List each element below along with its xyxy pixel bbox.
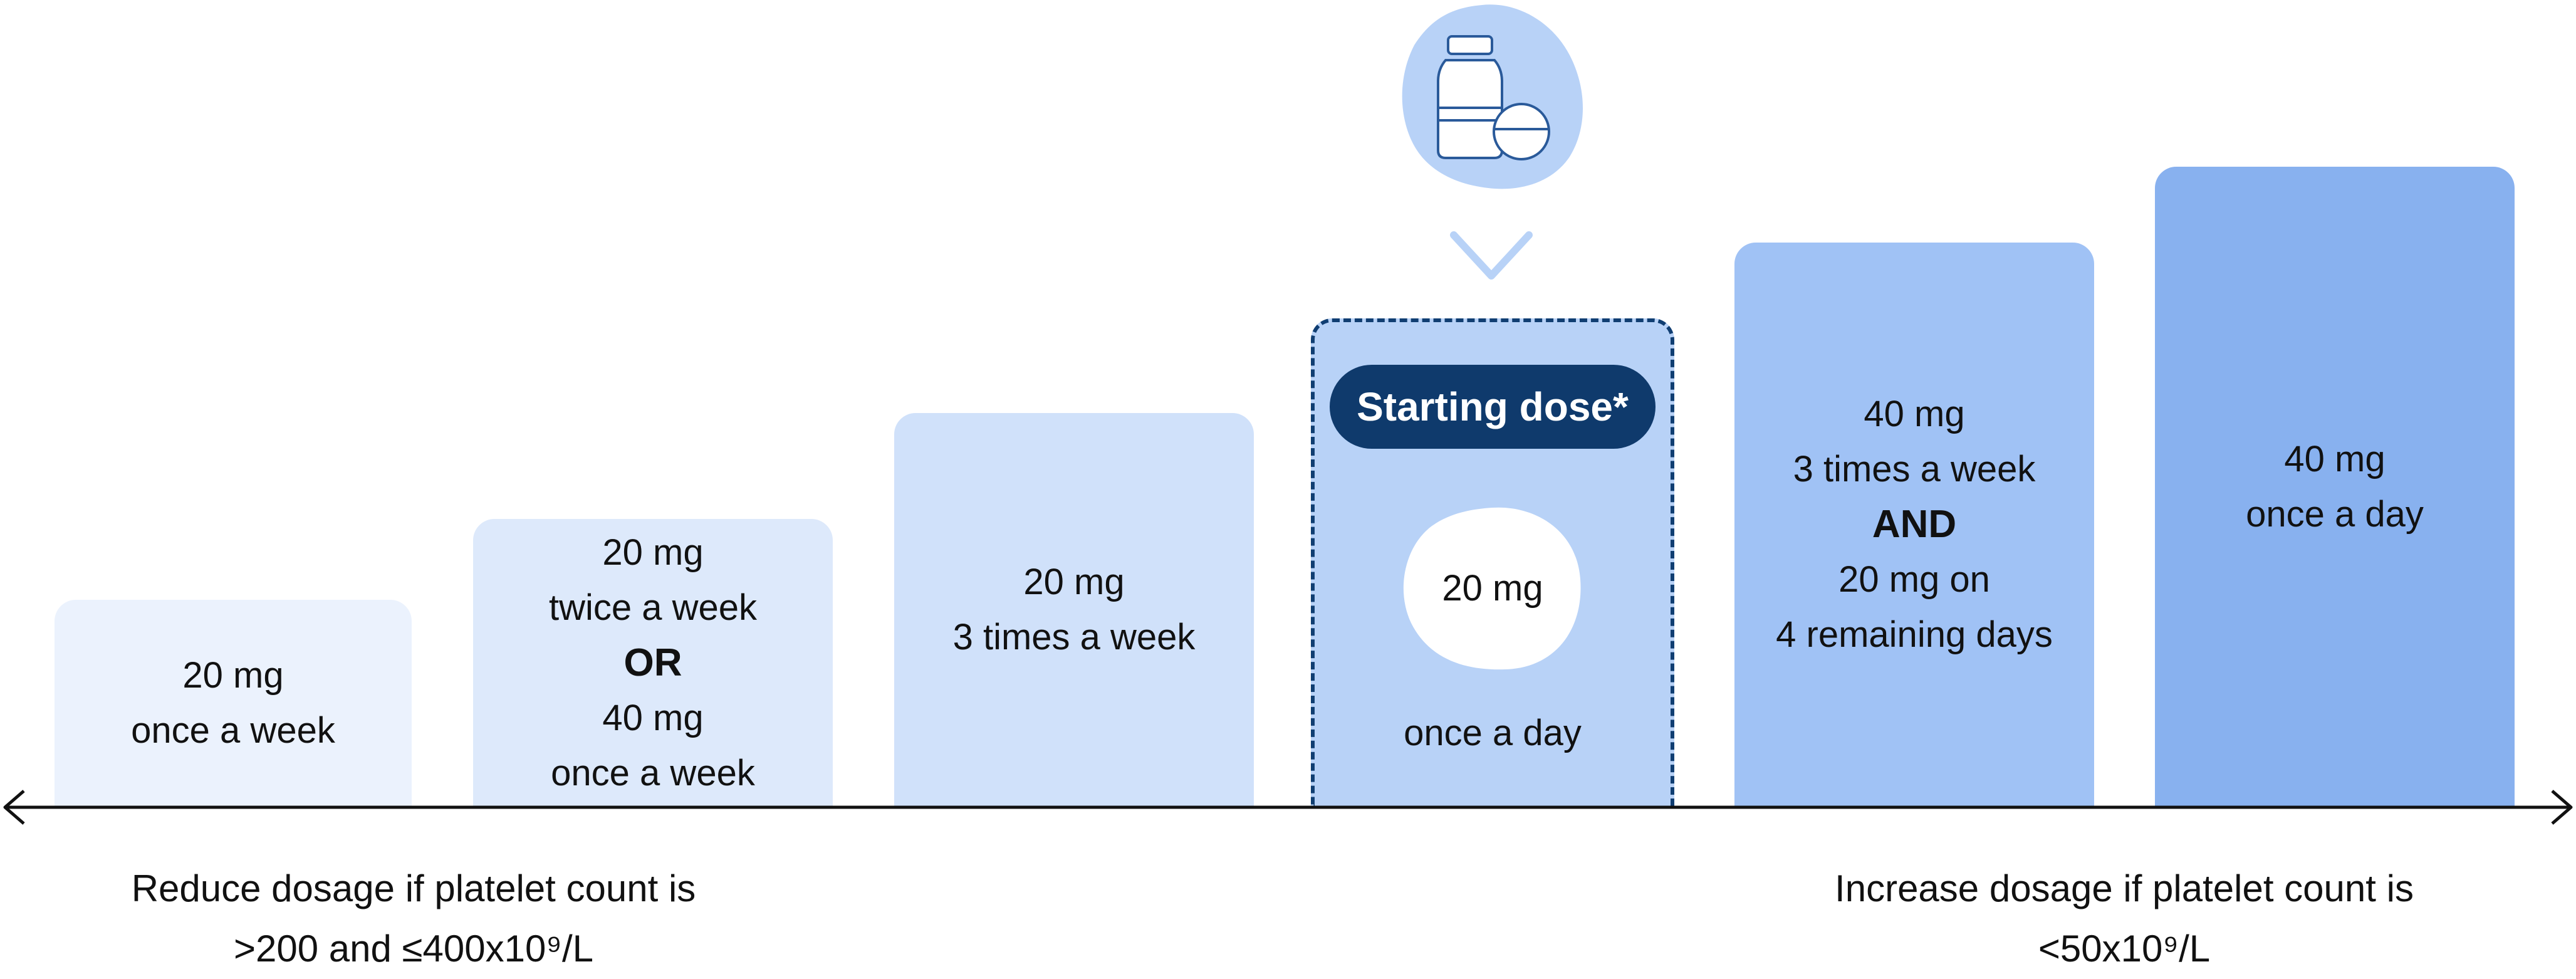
dose-step-3: 20 mg 3 times a week: [894, 413, 1254, 807]
step-3-dose: 20 mg: [1023, 562, 1125, 602]
dose-step-6: 40 mg once a day: [2155, 167, 2515, 807]
reduce-caption-line-1: Reduce dosage if platelet count is: [131, 867, 696, 909]
starting-dose-frequency: once a day: [1404, 713, 1582, 753]
step-2-frequency-b: once a week: [551, 752, 755, 793]
step-6-dose: 40 mg: [2284, 438, 2386, 479]
step-5-dose-a: 40 mg: [1864, 394, 1965, 434]
step-5-and-label: AND: [1872, 503, 1957, 546]
medication-icon: [1402, 4, 1583, 189]
step-5-dose-b: 20 mg on: [1838, 559, 1990, 600]
step-5-frequency-b: 4 remaining days: [1776, 614, 2053, 655]
dose-step-5: 40 mg 3 times a week AND 20 mg on 4 rema…: [1734, 243, 2094, 807]
step-2-dose-a: 20 mg: [602, 531, 704, 573]
increase-caption-line-1: Increase dosage if platelet count is: [1835, 867, 2414, 909]
step-5-frequency-a: 3 times a week: [1793, 449, 2036, 490]
step-2-dose-b: 40 mg: [602, 697, 704, 738]
increase-dosage-caption: Increase dosage if platelet count is <50…: [1773, 859, 2475, 979]
step-2-or-label: OR: [623, 641, 682, 684]
reduce-dosage-caption: Reduce dosage if platelet count is >200 …: [100, 859, 727, 979]
step-3-frequency: 3 times a week: [952, 617, 1196, 657]
step-2-frequency-a: twice a week: [548, 587, 758, 628]
starting-dose-badge: Starting dose*: [1330, 365, 1656, 449]
chevron-down-icon: [1450, 231, 1533, 280]
dose-step-1: 20 mg once a week: [55, 600, 412, 807]
step-1-dose: 20 mg: [182, 655, 284, 696]
dose-step-4-starting: Starting dose* 20 mg once a day: [1311, 318, 1674, 807]
reduce-caption-line-2: >200 and ≤400x10⁹/L: [233, 928, 594, 970]
increase-caption-line-2: <50x10⁹/L: [2038, 928, 2211, 970]
step-6-frequency: once a day: [2246, 493, 2424, 535]
dose-step-2: 20 mg twice a week OR 40 mg once a week: [473, 519, 833, 807]
starting-dose-amount: 20 mg: [1442, 568, 1543, 609]
starting-dose-bubble: 20 mg: [1399, 504, 1587, 673]
double-arrow-axis: [3, 790, 2573, 825]
step-1-frequency: once a week: [131, 710, 335, 751]
